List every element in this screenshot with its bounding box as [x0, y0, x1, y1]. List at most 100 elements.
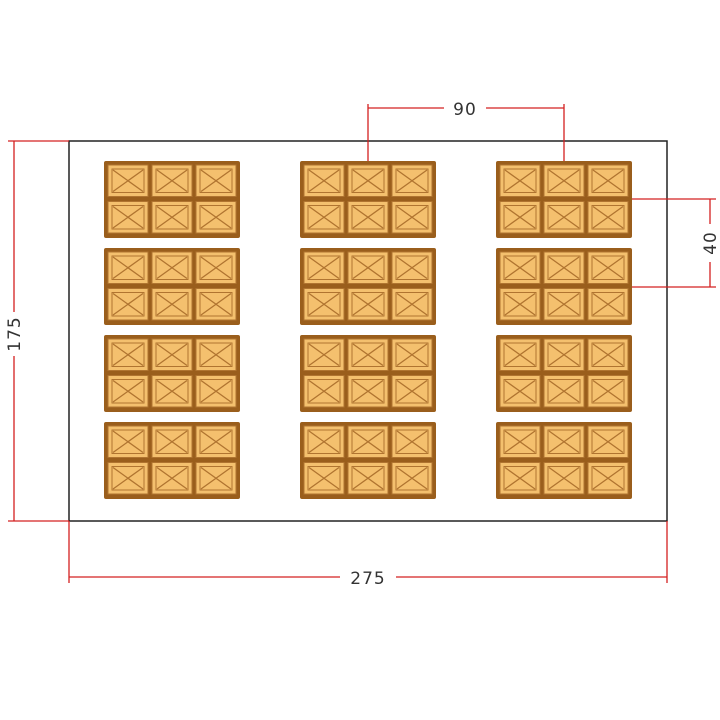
- chocolate-bar: [300, 335, 436, 412]
- cell-cross-pattern: [504, 256, 536, 280]
- bar-cell: [347, 425, 389, 458]
- chocolate-bars: [104, 161, 632, 499]
- cell-cross-pattern: [112, 343, 144, 367]
- cell-cross-pattern: [504, 466, 536, 490]
- cell-inner-border: [547, 292, 581, 317]
- cell-inner-border: [155, 255, 189, 280]
- cell-inner-border: [503, 379, 537, 404]
- cell-inner-border: [591, 292, 625, 317]
- cell-inner-border: [199, 168, 233, 193]
- cell-inner-border: [351, 342, 385, 367]
- cell-inner-border: [351, 205, 385, 230]
- bar-cell: [303, 425, 345, 458]
- cell-cross-pattern: [308, 256, 340, 280]
- cell-inner-border: [199, 379, 233, 404]
- cell-inner-border: [395, 205, 429, 230]
- cell-inner-border: [199, 342, 233, 367]
- cell-cross-pattern: [352, 292, 384, 316]
- cell-inner-border: [199, 466, 233, 491]
- bar-cell: [543, 288, 585, 321]
- cell-cross-pattern: [156, 292, 188, 316]
- cell-inner-border: [395, 466, 429, 491]
- cell-inner-border: [395, 168, 429, 193]
- cell-cross-pattern: [548, 169, 580, 193]
- cell-cross-pattern: [504, 169, 536, 193]
- cell-cross-pattern: [112, 379, 144, 403]
- cell-inner-border: [591, 429, 625, 454]
- chocolate-bar: [300, 422, 436, 499]
- cell-cross-pattern: [396, 343, 428, 367]
- spacing-dimension: [367, 104, 565, 161]
- cell-cross-pattern: [112, 169, 144, 193]
- cell-cross-pattern: [200, 466, 232, 490]
- cell-cross-pattern: [352, 205, 384, 229]
- bar-cell: [195, 425, 237, 458]
- cell-inner-border: [199, 205, 233, 230]
- cell-inner-border: [199, 255, 233, 280]
- cell-cross-pattern: [156, 379, 188, 403]
- cell-cross-pattern: [352, 256, 384, 280]
- cell-cross-pattern: [592, 169, 624, 193]
- cell-inner-border: [395, 292, 429, 317]
- height-dimension: [8, 140, 69, 522]
- cell-cross-pattern: [200, 256, 232, 280]
- bar-cell: [107, 251, 149, 284]
- cell-cross-pattern: [156, 343, 188, 367]
- cell-cross-pattern: [200, 292, 232, 316]
- cell-cross-pattern: [112, 256, 144, 280]
- chocolate-bar: [300, 161, 436, 238]
- cell-inner-border: [503, 466, 537, 491]
- height-dimension-label: 175: [5, 316, 25, 351]
- cell-inner-border: [395, 379, 429, 404]
- cell-cross-pattern: [592, 343, 624, 367]
- width-dimension: [68, 521, 668, 583]
- cell-inner-border: [503, 205, 537, 230]
- cell-cross-pattern: [396, 292, 428, 316]
- bar-cell: [347, 201, 389, 234]
- cell-inner-border: [547, 342, 581, 367]
- cell-cross-pattern: [592, 292, 624, 316]
- bar-cell: [195, 462, 237, 495]
- cell-cross-pattern: [156, 205, 188, 229]
- cell-cross-pattern: [352, 343, 384, 367]
- cell-inner-border: [591, 379, 625, 404]
- cell-inner-border: [591, 342, 625, 367]
- cell-inner-border: [351, 429, 385, 454]
- cell-cross-pattern: [548, 292, 580, 316]
- cell-inner-border: [155, 168, 189, 193]
- cell-inner-border: [547, 168, 581, 193]
- cell-cross-pattern: [548, 379, 580, 403]
- row-dimension: [632, 198, 716, 288]
- bar-cell: [151, 251, 193, 284]
- cell-cross-pattern: [548, 205, 580, 229]
- spacing-dimension-label: 90: [453, 100, 477, 120]
- cell-cross-pattern: [396, 256, 428, 280]
- cell-cross-pattern: [592, 430, 624, 454]
- cell-inner-border: [307, 466, 341, 491]
- cell-inner-border: [199, 292, 233, 317]
- cell-inner-border: [307, 168, 341, 193]
- cell-cross-pattern: [592, 379, 624, 403]
- cell-inner-border: [155, 379, 189, 404]
- cell-inner-border: [591, 255, 625, 280]
- cell-inner-border: [351, 379, 385, 404]
- cell-inner-border: [111, 466, 145, 491]
- cell-cross-pattern: [396, 169, 428, 193]
- cell-cross-pattern: [504, 343, 536, 367]
- cell-cross-pattern: [308, 169, 340, 193]
- chocolate-bar: [104, 422, 240, 499]
- bar-cell: [543, 375, 585, 408]
- cell-inner-border: [351, 168, 385, 193]
- cell-cross-pattern: [504, 430, 536, 454]
- cell-inner-border: [547, 255, 581, 280]
- cell-inner-border: [111, 255, 145, 280]
- cell-cross-pattern: [548, 256, 580, 280]
- cell-inner-border: [547, 205, 581, 230]
- chocolate-bar: [300, 248, 436, 325]
- cell-inner-border: [111, 205, 145, 230]
- cell-cross-pattern: [396, 205, 428, 229]
- cell-inner-border: [351, 255, 385, 280]
- cell-cross-pattern: [592, 466, 624, 490]
- cell-cross-pattern: [308, 292, 340, 316]
